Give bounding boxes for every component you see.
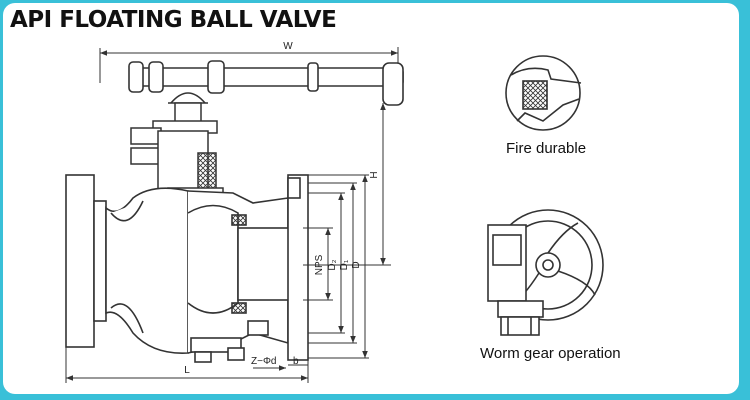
- handle-lever: [128, 60, 404, 106]
- page-title: API FLOATING BALL VALVE: [10, 7, 337, 33]
- dim-d2-label: D₂: [327, 259, 338, 270]
- dim-d1-label: D₁: [339, 259, 350, 270]
- worm-gear-caption: Worm gear operation: [480, 345, 621, 362]
- valve-body: [65, 174, 309, 363]
- fire-durable-detail: [505, 55, 582, 131]
- dim-d-label: D: [351, 261, 362, 268]
- dim-nps-label: NPS: [314, 254, 325, 275]
- dim-z-label: Z−Φd: [251, 356, 277, 367]
- dimension-labels: W H NPS D₂ D₁ D L Z−Φd b: [184, 41, 380, 376]
- worm-gear-detail: [487, 209, 604, 336]
- diagram-panel: API FLOATING BALL VALVE: [3, 3, 739, 394]
- dim-w-label: W: [283, 41, 293, 52]
- ball-valve-drawing: W H NPS D₂ D₁ D L Z−Φd b: [65, 41, 604, 383]
- dim-h-label: H: [369, 171, 380, 178]
- dimension-lines: [65, 47, 399, 383]
- fire-durable-caption: Fire durable: [506, 140, 587, 157]
- dim-b-label: b: [293, 356, 299, 367]
- dim-l-label: L: [184, 365, 190, 376]
